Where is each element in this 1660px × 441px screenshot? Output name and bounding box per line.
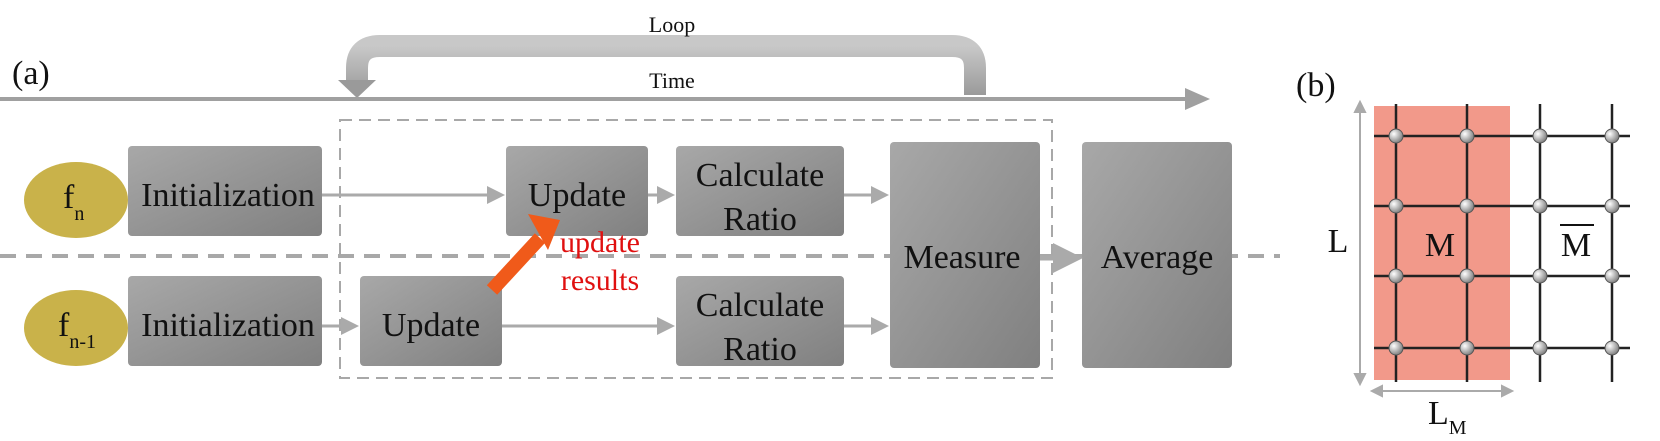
fn-label: fn xyxy=(63,179,84,225)
calculate-bottom-line1: Calculate xyxy=(696,287,824,324)
initialization-bottom-label: Initialization xyxy=(141,307,315,344)
measure-label: Measure xyxy=(903,239,1020,276)
L-label: L xyxy=(1328,223,1349,260)
update-results-arrow xyxy=(486,214,560,295)
average-box xyxy=(1082,142,1232,368)
average-label: Average xyxy=(1101,239,1214,276)
update-top-label: Update xyxy=(528,177,626,214)
loop-arrow xyxy=(338,35,986,98)
update-results-line2: results xyxy=(561,264,639,297)
loop-region xyxy=(339,119,1053,379)
fn-1-label: fn-1 xyxy=(58,307,96,353)
update-bottom-label: Update xyxy=(382,307,480,344)
flow-arrows xyxy=(322,186,1083,335)
lattice-nodes xyxy=(1388,128,1620,356)
time-axis-arrow xyxy=(0,88,1210,110)
M-label: M xyxy=(1425,227,1455,264)
initialization-box-bottom xyxy=(128,276,322,366)
calculate-ratio-box-top xyxy=(676,146,844,236)
M-bar-label: M xyxy=(1561,227,1591,264)
LM-label: LM xyxy=(1428,395,1467,439)
panel-a-label: (a) xyxy=(12,55,50,92)
time-label: Time xyxy=(649,68,695,93)
initialization-top-label: Initialization xyxy=(141,177,315,214)
fn-oval xyxy=(24,162,128,238)
panel-b-label: (b) xyxy=(1296,67,1336,104)
lattice-grid xyxy=(1374,104,1630,382)
LM-dimension-arrow xyxy=(1369,384,1515,398)
fn-1-oval xyxy=(24,290,128,366)
loop-label: Loop xyxy=(649,12,695,37)
update-results-line1: update xyxy=(560,226,640,259)
measure-box xyxy=(890,142,1040,368)
calculate-top-line1: Calculate xyxy=(696,157,824,194)
L-dimension-arrow xyxy=(1353,99,1367,387)
update-box-bottom xyxy=(360,276,502,366)
update-box-top xyxy=(506,146,648,236)
calculate-top-line2: Ratio xyxy=(723,201,797,238)
initialization-box-top xyxy=(128,146,322,236)
calculate-ratio-box-bottom xyxy=(676,276,844,366)
calculate-bottom-line2: Ratio xyxy=(723,331,797,368)
